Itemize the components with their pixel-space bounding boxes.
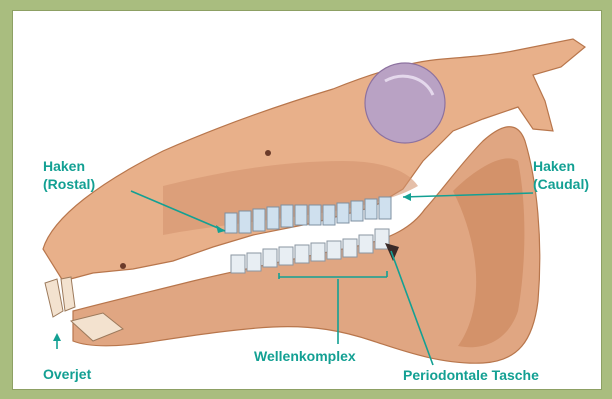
label-hook-rostral-line2: (Rostal) xyxy=(43,175,95,193)
upper-incisors xyxy=(45,277,75,317)
label-hook-caudal-line1: Haken xyxy=(533,157,589,175)
label-hook-rostral: Haken (Rostal) xyxy=(43,157,95,193)
label-hook-rostral-line1: Haken xyxy=(43,157,95,175)
label-hook-caudal-line2: (Caudal) xyxy=(533,175,589,193)
diagram-panel: Haken (Rostal) Haken (Caudal) Overjet We… xyxy=(12,10,602,390)
label-hook-caudal: Haken (Caudal) xyxy=(533,157,589,193)
arrow-overjet xyxy=(53,333,61,341)
label-overjet: Overjet xyxy=(43,365,91,383)
label-periodontal-pocket: Periodontale Tasche xyxy=(403,366,539,384)
foramen-mark xyxy=(120,263,126,269)
label-wave-complex: Wellenkomplex xyxy=(254,347,356,365)
nostril-mark xyxy=(265,150,271,156)
arrow-hook-caudal xyxy=(403,193,411,201)
horse-skull-illustration xyxy=(13,11,601,389)
